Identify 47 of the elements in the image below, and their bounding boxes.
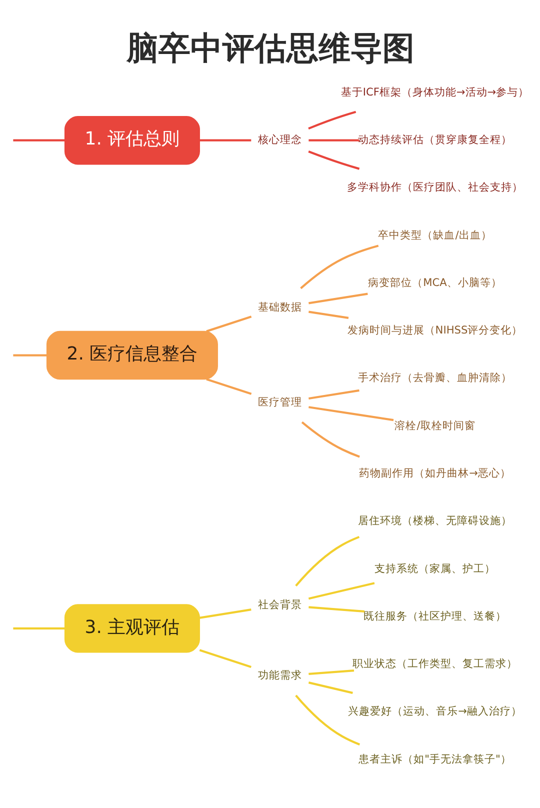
connector (308, 606, 365, 612)
connector (13, 354, 47, 356)
connector (295, 694, 360, 745)
connector (13, 626, 65, 629)
connector (308, 681, 353, 694)
node-text: 居住环境（楼梯、无障碍设施） (358, 514, 512, 527)
node-box: 3. 主观评估 (64, 604, 200, 652)
node-text: 动态持续评估（贯穿康复全程） (358, 133, 512, 146)
diagram-title: 脑卒中评估思维导图 (126, 30, 415, 66)
connector (206, 315, 252, 332)
connector (206, 378, 252, 394)
connector (200, 608, 252, 618)
node-text: 基础数据 (258, 300, 302, 313)
connector (308, 292, 368, 304)
node-text: 手术治疗（去骨瓣、血肿清除） (358, 372, 512, 384)
node-box: 1. 评估总则 (64, 116, 200, 164)
node-text: 患者主诉（如"手无法拿筷子"） (358, 752, 512, 765)
connector (308, 138, 360, 141)
node-text: 社会背景 (258, 598, 302, 610)
node-text: 功能需求 (258, 669, 302, 682)
connector (295, 535, 360, 586)
connector (308, 668, 354, 675)
node-text: 支持系统（家属、护工） (374, 562, 496, 574)
node-text: 卒中类型（缺血/出血） (378, 228, 492, 241)
node-text: 职业状态（工作类型、复工需求） (352, 658, 518, 670)
node-text: 既往服务（社区护理、送餐） (364, 610, 507, 622)
connector (308, 310, 349, 318)
node-box: 2. 医疗信息整合 (46, 330, 218, 380)
node-text: 兴趣爱好（运动、音乐→融入治疗） (348, 705, 522, 718)
node-text: 基于ICF框架（身体功能→活动→参与） (340, 86, 530, 98)
node-text: 溶栓/取栓时间窗 (394, 419, 476, 432)
connector (308, 110, 356, 130)
node-text: 病变部位（MCA、小脑等） (368, 276, 502, 288)
connector (308, 406, 394, 421)
connector (308, 388, 360, 400)
connector (199, 648, 252, 668)
connector (200, 138, 252, 141)
connector (300, 244, 379, 289)
node-text: 医疗管理 (258, 396, 302, 408)
connector (308, 582, 375, 600)
node-text: 核心理念 (258, 133, 302, 146)
node-text: 发病时间与进展（NIHSS评分变化） (347, 324, 523, 336)
node-text: 多学科协作（医疗团队、社会支持） (347, 181, 524, 194)
connector (301, 420, 360, 458)
node-text: 药物副作用（如丹曲林→恶心） (359, 466, 511, 479)
connector (13, 138, 65, 141)
connector (308, 150, 360, 170)
